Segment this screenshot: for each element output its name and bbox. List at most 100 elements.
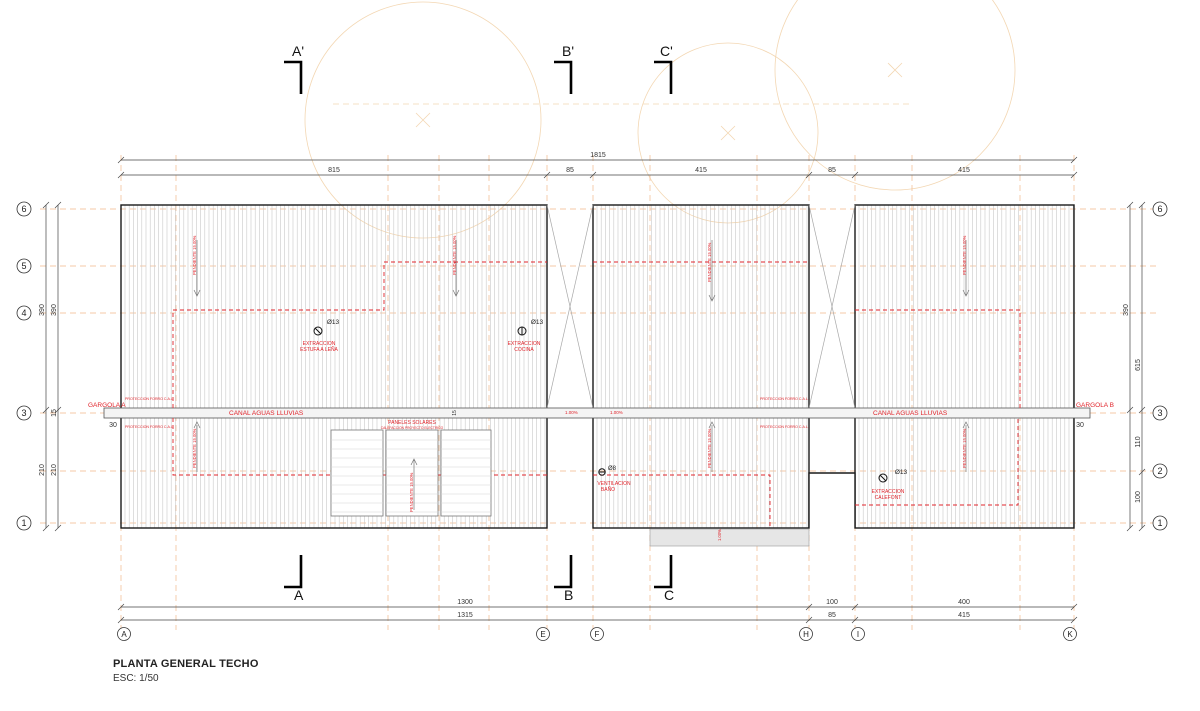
row-4-left: 4 bbox=[21, 308, 26, 318]
pendiente-6: PENDIENTE 15.00% bbox=[409, 472, 414, 512]
solar-label-line1: PANELES SOLARES bbox=[388, 420, 436, 426]
pendiente-7: PENDIENTE 15.00% bbox=[707, 428, 712, 468]
row-bubbles-left bbox=[16, 201, 32, 531]
row-6-left: 6 bbox=[21, 204, 26, 214]
bano-line1: VENTILACION bbox=[597, 481, 631, 487]
construction-guides bbox=[304, 0, 1016, 239]
section-c-prime: C' bbox=[660, 43, 673, 59]
slope-arrows bbox=[193, 240, 970, 510]
solar-panel-hatch bbox=[331, 439, 491, 513]
pendiente-4: PENDIENTE 15.00% bbox=[962, 235, 967, 275]
dim-left-upper-2: 390 bbox=[51, 304, 58, 316]
column-labels: A E F H I K bbox=[121, 630, 1073, 639]
row-bubbles-right bbox=[1152, 201, 1168, 531]
col-k: K bbox=[1067, 630, 1073, 639]
roof-volume-a bbox=[120, 204, 548, 529]
section-markers bbox=[284, 60, 673, 589]
dim-left-lower-2: 210 bbox=[51, 464, 58, 476]
dim-bottom-2a: 1315 bbox=[457, 612, 473, 619]
gutter-label-left: CANAL AGUAS LLUVIAS bbox=[229, 410, 304, 417]
cocina-dia: Ø13 bbox=[531, 319, 544, 326]
open-zone-crosses bbox=[546, 204, 856, 409]
col-a: A bbox=[121, 630, 127, 639]
dim-overall-top: 1815 bbox=[590, 152, 606, 159]
left-dimension-text: 390 390 15 30 210 210 bbox=[39, 304, 117, 476]
gutter-slope-2: 1.00% bbox=[610, 410, 623, 415]
section-b-prime: B' bbox=[562, 43, 574, 59]
top-dimensions bbox=[117, 156, 1078, 179]
pendiente-5: PENDIENTE 15.00% bbox=[192, 428, 197, 468]
gutter-slope-1: 1.00% bbox=[565, 410, 578, 415]
section-labels-top: A' B' C' bbox=[292, 43, 673, 59]
section-labels-bottom: A B C bbox=[294, 587, 674, 603]
fixture-symbols bbox=[313, 326, 888, 483]
dim-top-3: 415 bbox=[695, 167, 707, 174]
protection-note-2: PROTECCION FORRO C.A.L. bbox=[125, 425, 174, 429]
dim-left-30: 30 bbox=[109, 422, 117, 429]
fan-icon-bano bbox=[598, 468, 606, 476]
gargola-b-label: GARGOLA B bbox=[1076, 402, 1114, 409]
section-a: A bbox=[294, 587, 304, 603]
bottom-dimensions bbox=[117, 603, 1078, 624]
gutter-label-right: CANAL AGUAS LLUVIAS bbox=[873, 410, 948, 417]
row-2-right: 2 bbox=[1157, 466, 1162, 476]
dim-left-gutter: 15 bbox=[51, 409, 58, 417]
estufa-dia: Ø13 bbox=[327, 319, 340, 326]
dim-right-upper-2: 615 bbox=[1135, 359, 1142, 371]
row-5-left: 5 bbox=[21, 261, 26, 271]
fixture-labels: Ø13 EXTRACCION ESTUFA A LEÑA Ø13 EXTRACC… bbox=[300, 319, 907, 501]
pendiente-1: PENDIENTE 15.00% bbox=[192, 235, 197, 275]
dim-right-100: 100 bbox=[1135, 491, 1142, 503]
row-6-right: 6 bbox=[1157, 204, 1162, 214]
protection-note-1: PROTECCION FORRO C.A.L. bbox=[125, 397, 174, 401]
row-1-right: 1 bbox=[1157, 518, 1162, 528]
dim-bottom-1b: 100 bbox=[826, 599, 838, 606]
roof-outlines bbox=[120, 204, 1075, 529]
entry-slab bbox=[649, 528, 810, 547]
dim-bottom-1a: 1300 bbox=[457, 599, 473, 606]
left-dimensions bbox=[42, 201, 62, 532]
protection-note-4: PROTECCION FORRO C.A.L. bbox=[760, 425, 809, 429]
drawing-scale: ESC: 1/50 bbox=[113, 673, 159, 684]
dim-bottom-1c: 400 bbox=[958, 599, 970, 606]
roof-volume-c bbox=[854, 204, 1075, 529]
calefont-line2: CALEFONT bbox=[875, 495, 902, 501]
calefont-line1: EXTRACCION bbox=[872, 489, 905, 495]
gutter-labels: CANAL AGUAS LLUVIAS CANAL AGUAS LLUVIAS … bbox=[88, 402, 1114, 417]
title-block: PLANTA GENERAL TECHO ESC: 1/50 bbox=[113, 658, 259, 684]
entry-slope-label: 1.00% bbox=[717, 529, 722, 541]
top-dimension-text: 1815 815 85 415 85 415 bbox=[328, 152, 970, 174]
dim-right-110: 110 bbox=[1135, 436, 1142, 447]
drawing-title: PLANTA GENERAL TECHO bbox=[113, 658, 259, 670]
col-h: H bbox=[803, 630, 809, 639]
pendiente-8: PENDIENTE 15.00% bbox=[962, 428, 967, 468]
dim-top-1: 815 bbox=[328, 167, 340, 174]
notch-outline bbox=[808, 472, 856, 528]
dim-bottom-2c: 415 bbox=[958, 612, 970, 619]
section-c: C bbox=[664, 587, 674, 603]
pendiente-3: PENDIENTE 15.00% bbox=[707, 242, 712, 282]
column-guide-lines bbox=[120, 155, 1075, 630]
col-i: I bbox=[857, 630, 859, 639]
roof-corrugation bbox=[124, 205, 1074, 528]
gutter-dimension: 15 bbox=[452, 410, 458, 416]
dim-left-upper-1: 390 bbox=[39, 304, 46, 316]
estufa-line2: ESTUFA A LEÑA bbox=[300, 346, 338, 353]
solar-label: PANELES SOLARES CALEFACCION PROYECTO ELE… bbox=[381, 420, 444, 430]
column-bubbles bbox=[117, 627, 1077, 641]
cocina-line2: COCINA bbox=[514, 347, 534, 353]
col-f: F bbox=[595, 630, 600, 639]
protection-note-3: PROTECCION FORRO C.A.L. bbox=[760, 397, 809, 401]
row-guide-lines bbox=[40, 208, 1160, 524]
dim-top-4: 85 bbox=[828, 167, 836, 174]
protection-notes: PROTECCION FORRO C.A.L. PROTECCION FORRO… bbox=[125, 397, 809, 429]
pendiente-labels: PENDIENTE 15.00% PENDIENTE 15.00% PENDIE… bbox=[192, 235, 967, 541]
roof-volume-b bbox=[592, 204, 810, 529]
row-labels: 6 5 4 3 1 6 3 2 1 bbox=[21, 204, 1162, 528]
calefont-dia: Ø13 bbox=[895, 469, 908, 476]
section-b: B bbox=[564, 587, 573, 603]
gargola-a-label: GARGOLA A bbox=[88, 402, 126, 409]
row-1-left: 1 bbox=[21, 518, 26, 528]
rain-gutter bbox=[103, 407, 1091, 419]
